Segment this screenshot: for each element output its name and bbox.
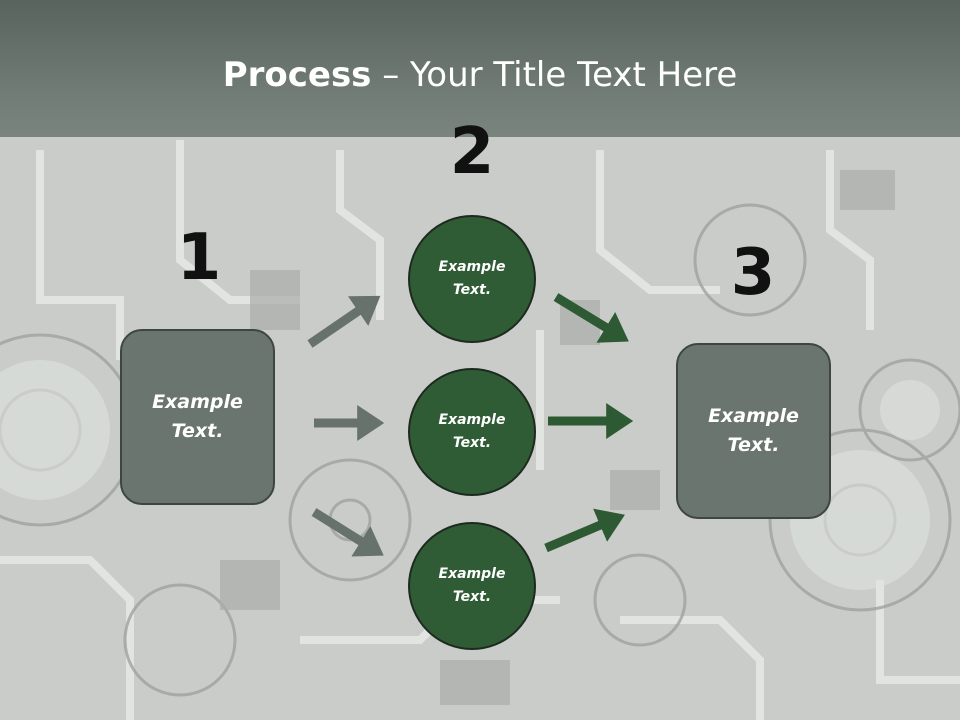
title-rest: – Your Title Text Here bbox=[371, 55, 738, 95]
circle-middle: Example Text. bbox=[408, 368, 536, 496]
step-3-text: Example Text. bbox=[708, 405, 799, 456]
step-1-text: Example Text. bbox=[152, 391, 243, 442]
arrow-up-right-gray bbox=[307, 295, 381, 348]
step-1-box: Example Text. bbox=[120, 329, 275, 505]
circle-top: Example Text. bbox=[408, 215, 536, 343]
circle-bottom-text: Example Text. bbox=[438, 566, 506, 605]
arrow-down-right-gray bbox=[311, 508, 384, 557]
circle-top-text: Example Text. bbox=[438, 259, 506, 298]
title-bar bbox=[0, 0, 960, 137]
slide-title: Process – Your Title Text Here bbox=[0, 55, 960, 95]
step-number-2: 2 bbox=[449, 115, 495, 189]
circle-middle-text: Example Text. bbox=[438, 412, 506, 451]
arrow-up-right-green bbox=[544, 508, 625, 553]
circle-bottom: Example Text. bbox=[408, 522, 536, 650]
arrow-down-right-green bbox=[553, 293, 629, 343]
title-bold: Process bbox=[222, 55, 372, 95]
step-number-3: 3 bbox=[730, 236, 776, 310]
step-number-1: 1 bbox=[176, 221, 222, 295]
step-3-box: Example Text. bbox=[676, 343, 831, 519]
